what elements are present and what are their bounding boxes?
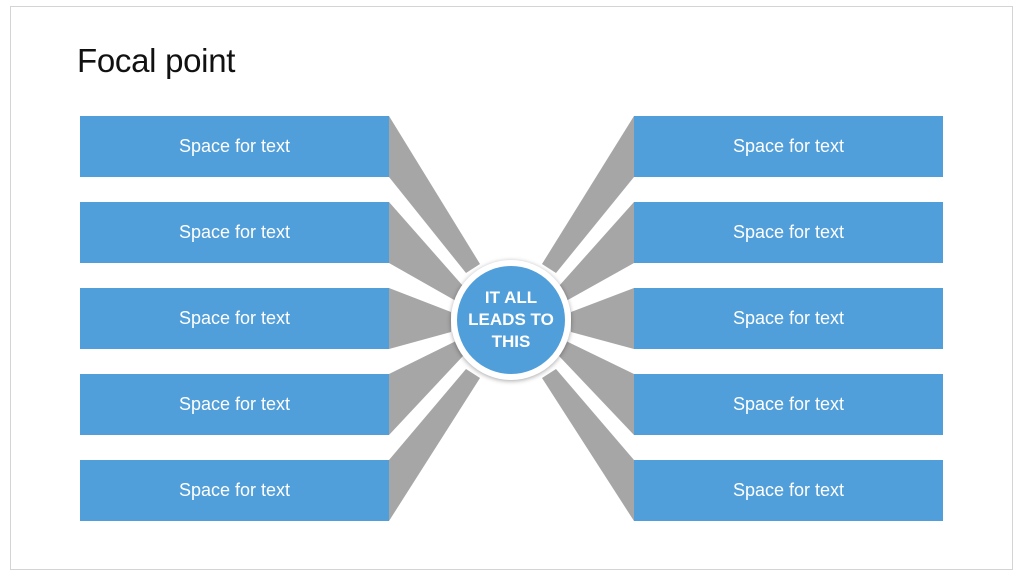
right-text-box-1: Space for text xyxy=(634,116,943,177)
right-text-box-2: Space for text xyxy=(634,202,943,263)
focal-point-label: IT ALL LEADS TO THIS xyxy=(468,288,554,351)
left-text-box-2: Space for text xyxy=(80,202,389,263)
left-text-box-4: Space for text xyxy=(80,374,389,435)
left-text-box-3: Space for text xyxy=(80,288,389,349)
left-text-box-1: Space for text xyxy=(80,116,389,177)
ray-left-4 xyxy=(389,341,463,435)
slide-title: Focal point xyxy=(77,42,236,79)
left-text-box-5: Space for text xyxy=(80,460,389,521)
ray-left-1 xyxy=(389,116,480,273)
ray-left-5 xyxy=(389,369,480,521)
focal-point-circle-inner: IT ALL LEADS TO THIS xyxy=(457,266,565,374)
right-text-box-4: Space for text xyxy=(634,374,943,435)
ray-right-3 xyxy=(571,288,634,349)
ray-left-3 xyxy=(389,288,451,349)
right-text-box-5: Space for text xyxy=(634,460,943,521)
ray-right-5 xyxy=(542,369,634,521)
focal-point-circle: IT ALL LEADS TO THIS xyxy=(451,260,571,380)
right-text-box-3: Space for text xyxy=(634,288,943,349)
ray-right-1 xyxy=(542,116,634,273)
ray-left-2 xyxy=(389,202,463,301)
ray-right-2 xyxy=(559,202,634,301)
ray-right-4 xyxy=(559,341,634,435)
